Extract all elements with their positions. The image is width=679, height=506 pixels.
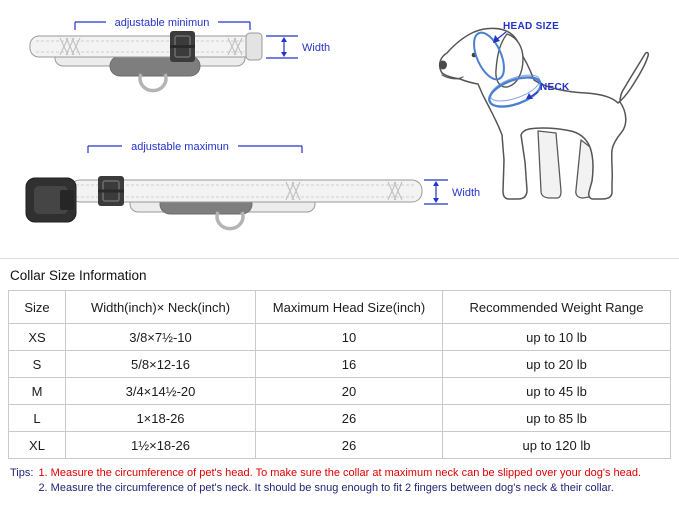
table-title: Collar Size Information [10, 268, 147, 283]
header-size: Size [8, 290, 66, 324]
adjustable-maximum-label: adjustable maximun [131, 141, 229, 153]
cell-size: XL [8, 431, 66, 459]
neck-label: NECK [540, 82, 570, 93]
cell-weight: up to 20 lb [442, 350, 671, 378]
cell-width-neck: 3/8×7½-10 [65, 323, 256, 351]
tips-body: 1. Measure the circumference of pet's he… [38, 466, 641, 496]
collar-diagram-section: adjustable minimun adjustable maximun Wi… [25, 17, 649, 231]
head-size-loop [473, 31, 505, 81]
width-label-bottom: Width [452, 187, 480, 199]
cell-head-size: 26 [255, 404, 443, 432]
collar-maximum-drawing [25, 176, 423, 231]
dog-mouth [441, 74, 464, 80]
tips-section: Tips: 1. Measure the circumference of pe… [0, 459, 679, 496]
cell-width-neck: 5/8×12-16 [65, 350, 256, 378]
cell-head-size: 10 [255, 323, 443, 351]
cell-weight: up to 120 lb [442, 431, 671, 459]
cell-size: M [8, 377, 66, 405]
table-row-xs: XS 3/8×7½-10 10 up to 10 lb [8, 323, 671, 351]
table-row-m: M 3/4×14½-20 20 up to 45 lb [8, 377, 671, 405]
cell-width-neck: 1½×18-26 [65, 431, 256, 459]
d-ring-icon [138, 73, 168, 93]
header-width-neck: Width(inch)× Neck(inch) [65, 290, 256, 324]
cell-width-neck: 3/4×14½-20 [65, 377, 256, 405]
width-label-top: Width [302, 42, 330, 54]
width-marker-top [266, 35, 298, 59]
table-row-l: L 1×18-26 26 up to 85 lb [8, 404, 671, 432]
tip-2: 2. Measure the circumference of pet's ne… [38, 482, 614, 494]
cell-size: S [8, 350, 66, 378]
cell-weight: up to 85 lb [442, 404, 671, 432]
collar-size-table: Size Width(inch)× Neck(inch) Maximum Hea… [8, 290, 671, 459]
cell-size: L [8, 404, 66, 432]
table-row-s: S 5/8×12-16 16 up to 20 lb [8, 350, 671, 378]
neck-collar-band [488, 76, 542, 108]
adjustable-minimum-label: adjustable minimun [115, 17, 210, 29]
cell-weight: up to 10 lb [442, 323, 671, 351]
cell-head-size: 26 [255, 431, 443, 459]
collar-minimum-drawing [29, 31, 263, 93]
header-max-head-size: Maximum Head Size(inch) [255, 290, 443, 324]
tips-label: Tips: [10, 467, 34, 479]
head-size-label: HEAD SIZE [503, 21, 559, 32]
width-marker-bottom [424, 179, 448, 205]
table-row-xl: XL 1½×18-26 26 up to 120 lb [8, 431, 671, 459]
section-divider [0, 258, 679, 259]
cell-weight: up to 45 lb [442, 377, 671, 405]
dog-nose [439, 60, 447, 70]
dog-illustration [438, 27, 649, 200]
bracket-maximum [87, 145, 303, 153]
cell-width-neck: 1×18-26 [65, 404, 256, 432]
neck-arrow-icon [526, 91, 539, 99]
d-ring-icon [215, 211, 245, 231]
cell-size: XS [8, 323, 66, 351]
cell-head-size: 20 [255, 377, 443, 405]
collar-diagrams-svg: adjustable minimun adjustable maximun Wi… [25, 17, 649, 231]
tip-1: 1. Measure the circumference of pet's he… [38, 467, 642, 479]
cell-head-size: 16 [255, 350, 443, 378]
table-header-row: Size Width(inch)× Neck(inch) Maximum Hea… [8, 290, 671, 324]
bracket-minimum [74, 21, 251, 30]
header-weight-range: Recommended Weight Range [442, 290, 671, 324]
dog-body-outline [438, 27, 649, 200]
head-size-arrow-icon [493, 31, 507, 43]
